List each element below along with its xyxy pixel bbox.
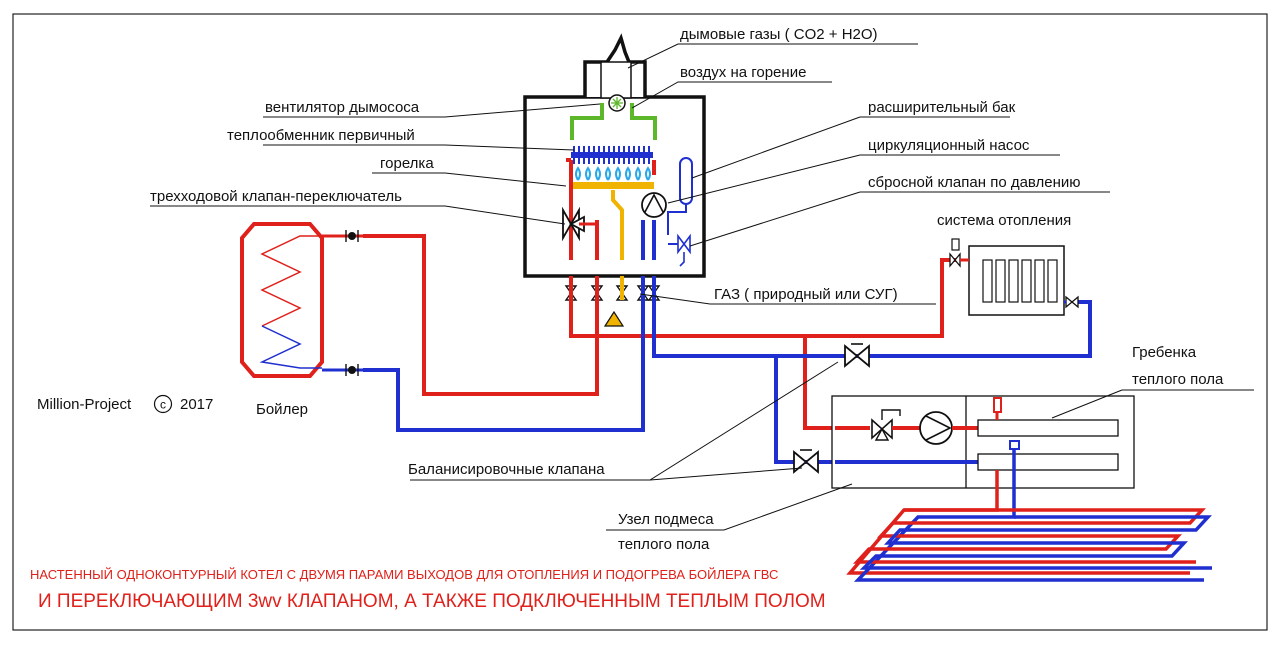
svg-text:c: c — [160, 398, 166, 412]
three-way-valve-icon — [562, 206, 597, 242]
label-three-way-valve: трехходовой клапан-переключатель — [150, 188, 402, 205]
boiler-supply-pipe — [363, 234, 599, 396]
label-flue-gases: дымовые газы ( CO2 + H2O) — [680, 26, 878, 43]
pressure-relief-valve-icon — [668, 233, 691, 267]
balancing-valve-icon — [844, 343, 870, 368]
dhw-tank — [240, 222, 363, 378]
label-balancing-valves: Баланисировочные клапана — [408, 461, 605, 478]
ball-valve-icon — [1065, 295, 1079, 309]
label-fan: вентилятор дымососа — [265, 99, 420, 116]
label-manifold-line2: теплого пола — [1132, 371, 1224, 388]
copyright-name: Million-Project — [37, 396, 132, 413]
outer-frame — [12, 13, 1268, 631]
label-combustion-air: воздух на горение — [680, 64, 806, 81]
copyright-icon: c — [153, 394, 173, 414]
label-dhw-tank: Бойлер — [256, 401, 308, 418]
label-manifold-line1: Гребенка — [1132, 344, 1197, 361]
expansion-tank — [667, 157, 693, 235]
flame-icon — [575, 166, 651, 181]
air-duct — [570, 103, 657, 140]
check-valve-icon — [345, 364, 359, 376]
label-circulation-pump: циркуляционный насос — [868, 137, 1030, 154]
label-mixing-unit-line2: теплого пола — [618, 536, 710, 553]
label-gas: ГАЗ ( природный или СУГ) — [714, 286, 898, 303]
underfloor-loop — [853, 508, 1212, 570]
primary-heat-exchanger — [571, 146, 653, 164]
label-expansion-tank: расширительный бак — [868, 99, 1016, 116]
gas-warning-icon — [603, 310, 625, 327]
label-burner: горелка — [380, 155, 434, 172]
label-mixing-unit-line1: Узел подмеса — [618, 511, 714, 528]
thermostatic-valve-icon — [949, 238, 961, 268]
pump-icon — [641, 192, 667, 218]
burner — [570, 166, 654, 189]
check-valve-icon — [345, 230, 359, 242]
label-relief-valve: сбросной клапан по давлению — [868, 174, 1081, 191]
boiler-return-pipe — [363, 276, 645, 432]
copyright-year: 2017 — [180, 396, 213, 413]
copyright: Million-Project c 2017 — [37, 394, 213, 414]
mixing-unit — [831, 395, 1135, 489]
label-primary-heat-exchanger: теплообменник первичный — [227, 127, 415, 144]
three-way-valve-icon — [871, 409, 901, 441]
pump-icon — [919, 411, 953, 445]
heating-supply-pipe — [569, 258, 958, 338]
title-line-2: И ПЕРЕКЛЮЧАЮЩИМ 3wv КЛАПАНОМ, А ТАКЖЕ ПО… — [38, 591, 826, 612]
flue-pipe — [600, 61, 632, 99]
heating-return-pipe — [652, 276, 1092, 358]
wall-boiler — [523, 33, 706, 278]
radiator — [949, 238, 1079, 316]
outlet-ball-valves — [564, 285, 661, 301]
balancing-valve-icon — [793, 449, 819, 474]
leader-lines — [150, 43, 1254, 531]
label-heating-system: система отопления — [937, 212, 1071, 229]
fan-icon — [608, 94, 626, 112]
title-line-1: НАСТЕННЫЙ ОДНОКОНТУРНЫЙ КОТЕЛ С ДВУМЯ ПА… — [30, 567, 778, 582]
